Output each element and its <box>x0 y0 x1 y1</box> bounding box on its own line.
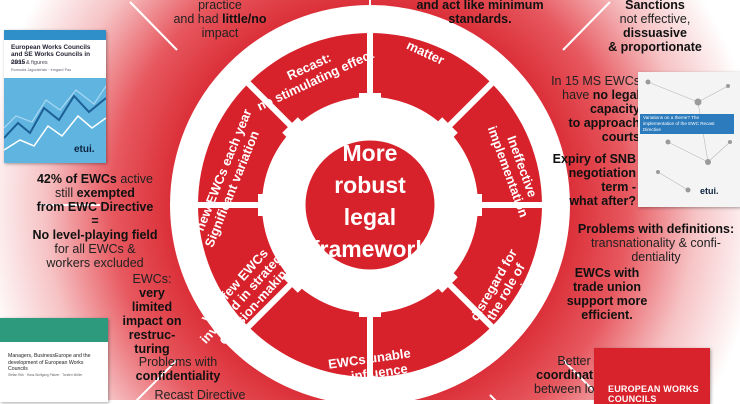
center-hub <box>302 137 438 273</box>
note-conf-1: Problems with <box>138 355 218 369</box>
note-recast-practice: practice and had little/no impact <box>150 0 290 40</box>
note-definitions-1: Problems with definitions: <box>577 222 735 236</box>
note-act-like: and act like minimum <box>416 0 544 12</box>
cover-line-art <box>4 78 106 163</box>
note-expiry-2: negotiation <box>568 166 636 180</box>
cover-authors: Stefan Rüb · Hans-Wolfgang Platzer · Tor… <box>8 373 83 377</box>
arrow-s <box>350 281 390 317</box>
note-recast-directive-text: Recast Directive <box>154 388 246 402</box>
note-coordination: Better coordination between local, <box>524 354 624 396</box>
note-pct-6: for all EWCs & <box>54 242 136 256</box>
note-definitions: Problems with definitions: transnational… <box>572 222 740 264</box>
note-tu-2: trade union <box>572 280 642 294</box>
cover-authors: Romuald Jagodziński · Irmgard Pas <box>11 68 72 72</box>
cover-network-art <box>645 79 732 193</box>
arrow-nw <box>282 117 316 151</box>
center-line-2: robust <box>334 172 406 198</box>
note-had: and had <box>173 12 223 26</box>
note-expiry-3: term - <box>601 180 636 194</box>
note-proportionate: & proportionate <box>608 40 702 54</box>
note-limited-3: limited <box>131 300 173 314</box>
center-line-1: More <box>343 140 398 166</box>
cover-title-line-1: EUROPEAN WORKS <box>608 384 699 394</box>
note-limited-1: EWCs: <box>132 272 172 286</box>
arrow-w <box>258 185 294 225</box>
note-sanctions-title: Sanctions <box>625 0 685 12</box>
cover-title: European Works Councils and SE Works Cou… <box>11 44 91 66</box>
note-trade-union-support: EWCs with trade union support more effic… <box>552 266 662 322</box>
note-pct-2b: exempted <box>76 186 135 200</box>
note-limited-6: turing <box>134 342 170 356</box>
arrow-sw <box>282 259 316 293</box>
inward-arrows <box>258 93 482 317</box>
note-better-2: coordination <box>536 368 612 382</box>
book-cover-ewc-2015: European Works Councils and SE Works Cou… <box>4 30 106 163</box>
note-recast-directive: Recast Directive <box>130 388 270 402</box>
note-pct-7: workers excluded <box>46 256 144 270</box>
note-expiry-1: Expiry of SNB <box>552 152 636 166</box>
cover-band <box>4 30 106 40</box>
book-cover-european-works-councils: EUROPEAN WORKS COUNCILS <box>594 348 710 404</box>
cover-title-line-2: COUNCILS <box>608 394 657 404</box>
note-limited-4: impact on <box>122 314 182 328</box>
center-line-3: legal <box>344 204 396 230</box>
note-no-legal: no legal <box>592 88 640 102</box>
book-cover-variations: Variations on a theme? The implementatio… <box>638 72 740 207</box>
note-definitions-2: transnationality & confi- <box>591 236 721 250</box>
note-dissuasive: dissuasive <box>623 26 687 40</box>
note-legal-capacity: In 15 MS EWCs have no legal capacity to … <box>520 74 640 144</box>
note-pct-4: = <box>91 214 99 228</box>
note-tu-1: EWCs with <box>574 266 640 280</box>
note-pct-3: from EWC Directive <box>36 200 154 214</box>
note-approach: to approach <box>568 116 640 130</box>
note-not-effective: not effective, <box>619 12 691 26</box>
arrow-e <box>446 185 482 225</box>
cover-title: EUROPEAN WORKS COUNCILS <box>608 384 699 404</box>
cover-band <box>0 318 108 342</box>
note-tu-3: support more <box>566 294 648 308</box>
note-impact: impact <box>201 26 239 40</box>
arrow-se <box>424 259 458 293</box>
note-exemption: 42% of EWCs active still exempted from E… <box>6 172 184 270</box>
etui-logo: etui. <box>700 186 719 196</box>
cover-title: Variations on a theme? The implementatio… <box>640 114 734 134</box>
note-in15: In 15 MS EWCs <box>551 74 640 88</box>
note-pct-2: still <box>55 186 77 200</box>
cover-subtitle: Facts & figures <box>11 60 48 66</box>
etui-logo: etui. <box>74 144 95 155</box>
note-conf-2: confidentiality <box>135 369 221 383</box>
note-better-1: Better <box>557 354 591 368</box>
note-restructuring: EWCs: very limited impact on restruc- tu… <box>112 272 192 356</box>
center-line-4: framework <box>312 236 429 262</box>
note-confidentiality: Problems with confidentiality <box>118 355 238 383</box>
note-have: have <box>562 88 593 102</box>
note-pct-5: No level-playing field <box>32 228 158 242</box>
center-title: More robust legal framework <box>312 140 429 262</box>
note-definitions-3: dentiality <box>631 250 681 264</box>
book-cover-managers: Managers, BusinessEurope and the develop… <box>0 318 108 402</box>
note-pct-1b: active <box>116 172 154 186</box>
note-tu-4: efficient. <box>581 308 633 322</box>
arrow-n <box>350 93 390 129</box>
note-capacity: capacity <box>589 102 640 116</box>
note-limited-2: very <box>139 286 165 300</box>
note-minimum-standards: and act like minimum standards. <box>400 0 560 26</box>
note-practice: practice <box>198 0 242 12</box>
note-limited-5: restruc- <box>128 328 176 342</box>
note-courts: courts <box>601 130 640 144</box>
note-better-3: between local, <box>534 382 614 396</box>
note-pct-1: 42% of EWCs <box>36 172 117 186</box>
note-expiry: Expiry of SNB negotiation term - what af… <box>540 152 636 208</box>
cover-title: Managers, BusinessEurope and the develop… <box>8 353 91 373</box>
arrow-ne <box>424 117 458 151</box>
note-standards: standards. <box>448 12 512 26</box>
note-sanctions: Sanctions not effective, dissuasive & pr… <box>580 0 730 54</box>
note-little-no: little/no <box>222 12 267 26</box>
note-expiry-4: what after? <box>569 194 636 208</box>
